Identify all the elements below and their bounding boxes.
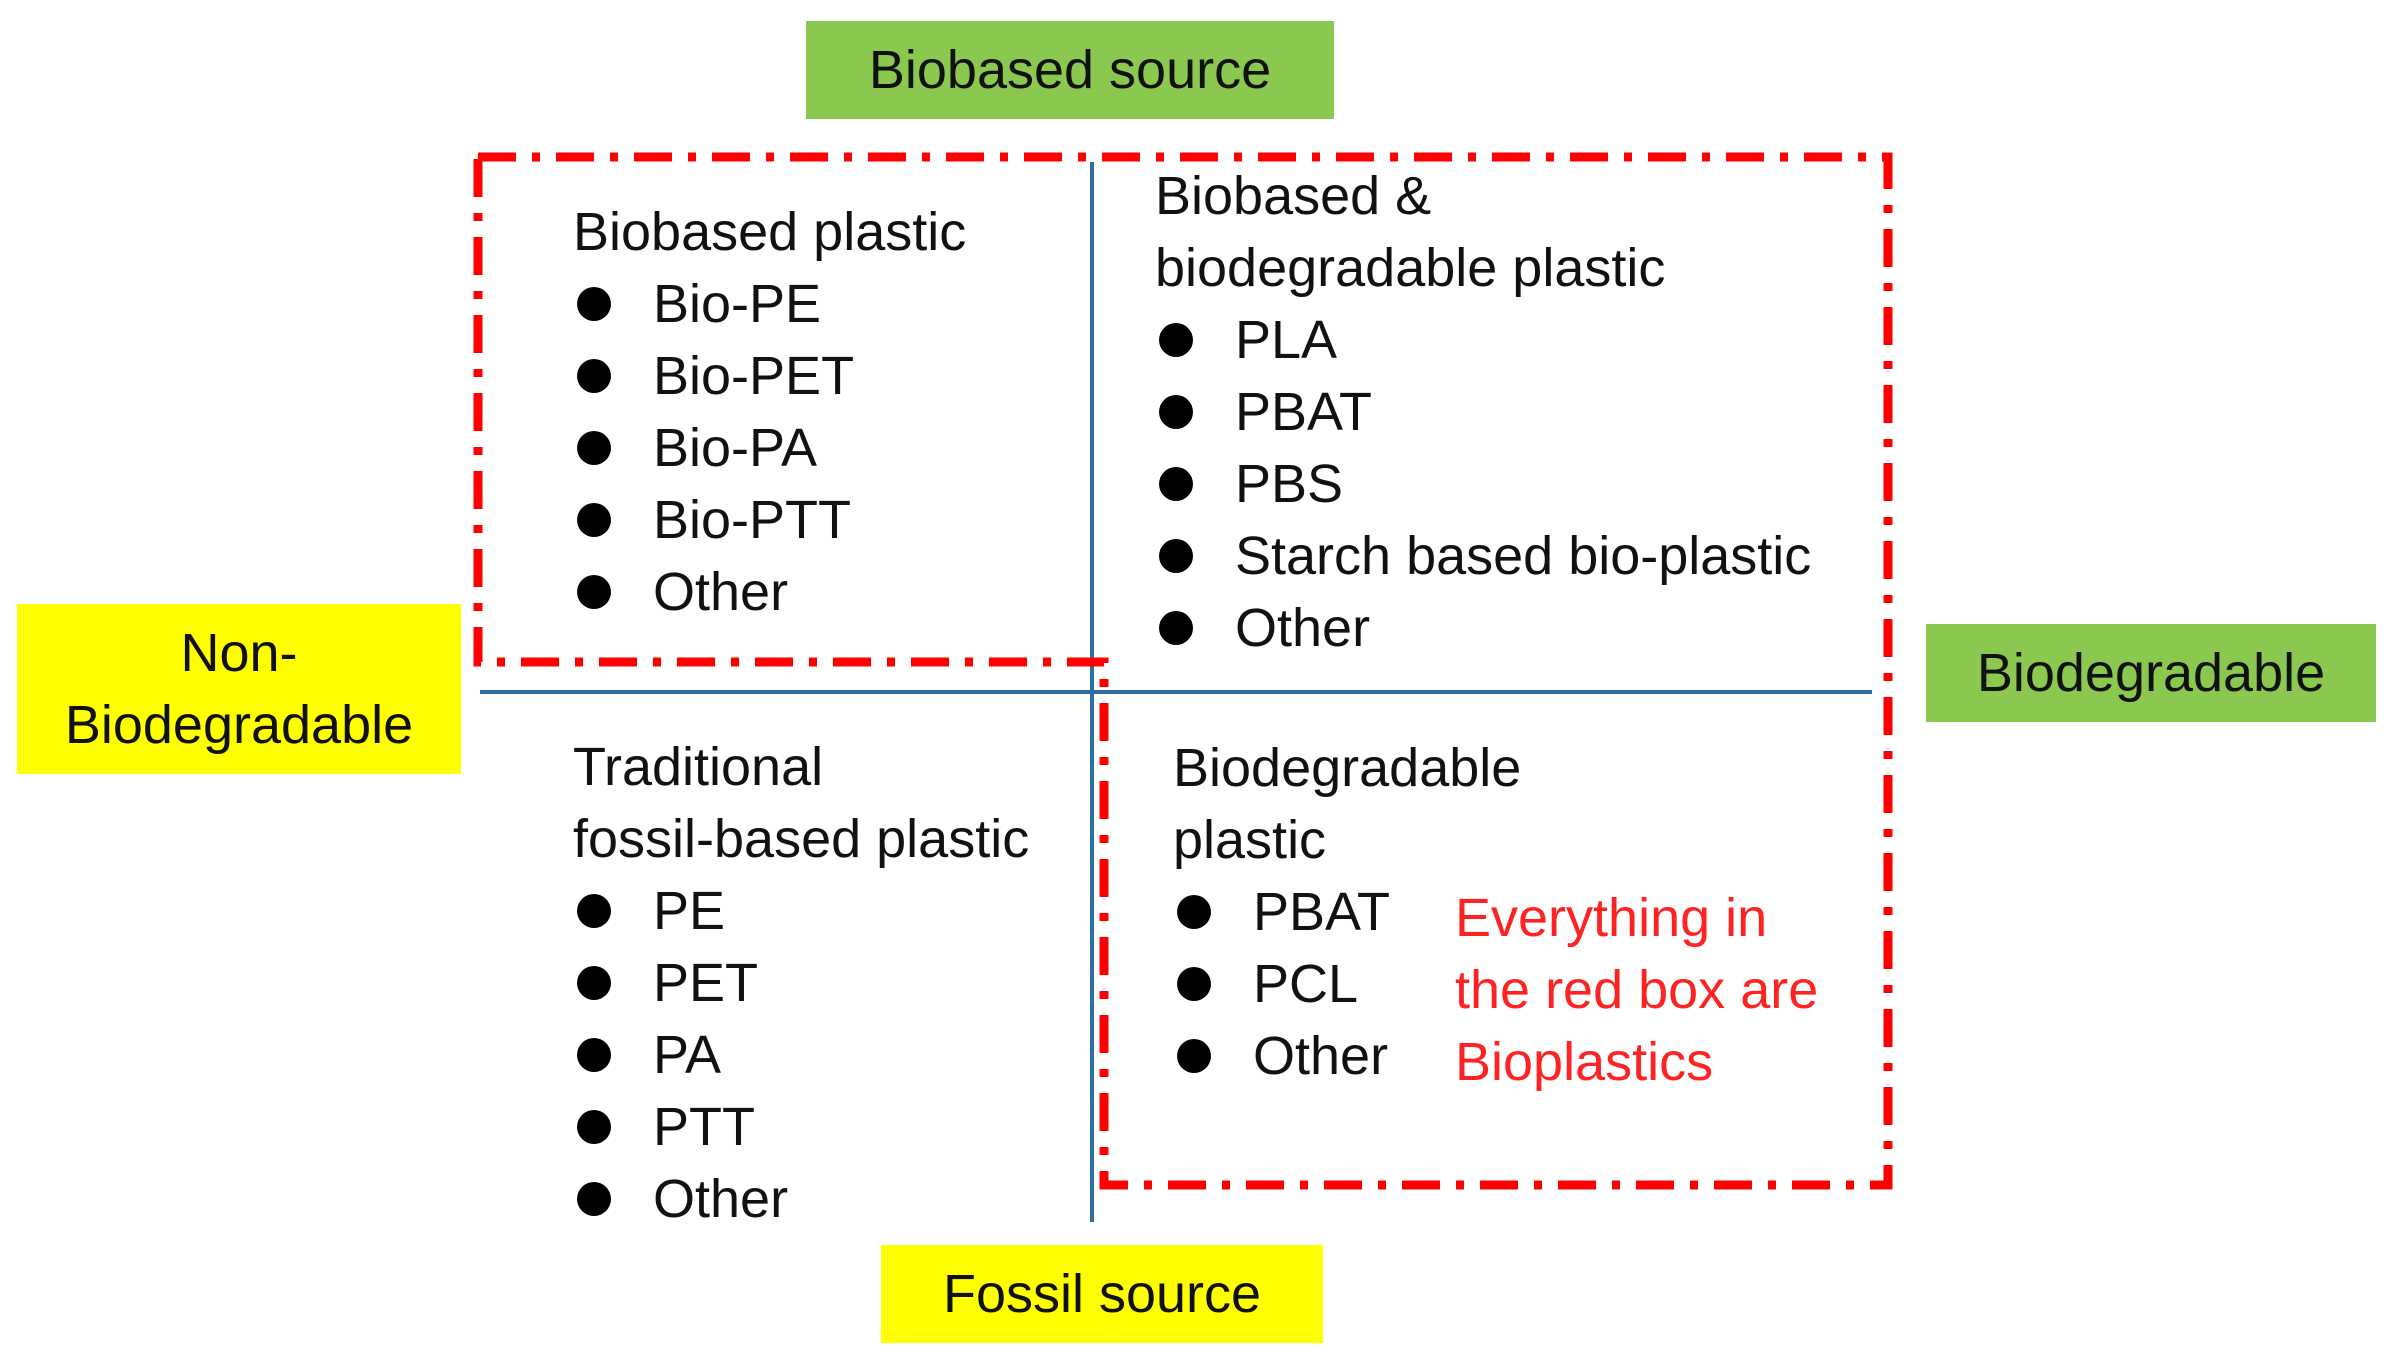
- bullet-icon: [577, 894, 611, 928]
- bioplastics-note: Everything in the red box are Bioplastic…: [1455, 888, 1819, 1092]
- bullet-icon: [577, 575, 611, 609]
- list-item: PCL: [1173, 948, 1521, 1020]
- axis-label-non-biodegradable: Non- Biodegradable: [17, 604, 461, 774]
- quadrant-title: Traditional fossil-based plastic: [573, 737, 1030, 869]
- plastic-list: Bio-PE Bio-PET Bio-PA Bio-PTT Other: [573, 268, 966, 628]
- axis-label-fossil-source: Fossil source: [881, 1245, 1323, 1343]
- bullet-icon: [1159, 611, 1193, 645]
- list-item: Bio-PA: [573, 412, 966, 484]
- list-item: Other: [573, 556, 966, 628]
- bioplastics-boundary: [473, 152, 1893, 1190]
- bullet-icon: [577, 359, 611, 393]
- quadrant-title: Biobased & biodegradable plastic: [1155, 166, 1666, 298]
- list-item: Bio-PET: [573, 340, 966, 412]
- plastic-list: PLA PBAT PBS Starch based bio-plastic Ot…: [1155, 304, 1811, 664]
- plastic-list: PE PET PA PTT Other: [573, 875, 1029, 1235]
- axis-label-biodegradable: Biodegradable: [1926, 624, 2376, 722]
- list-item: PTT: [573, 1091, 1029, 1163]
- list-item: Bio-PE: [573, 268, 966, 340]
- bullet-icon: [1159, 395, 1193, 429]
- axis-label-biobased-source: Biobased source: [806, 21, 1334, 119]
- bullet-icon: [577, 966, 611, 1000]
- bullet-icon: [577, 287, 611, 321]
- list-item: PET: [573, 947, 1029, 1019]
- list-item: PLA: [1155, 304, 1811, 376]
- quadrant-fossil-based-plastic: Traditional fossil-based plastic PE PET …: [573, 731, 1029, 1235]
- bullet-icon: [577, 1110, 611, 1144]
- bullet-icon: [1177, 967, 1211, 1001]
- list-item: PBS: [1155, 448, 1811, 520]
- bullet-icon: [577, 1038, 611, 1072]
- plastic-list: PBAT PCL Other: [1173, 876, 1521, 1092]
- bullet-icon: [1177, 1039, 1211, 1073]
- quadrant-title: Biobased plastic: [573, 202, 967, 262]
- bullet-icon: [577, 431, 611, 465]
- bullet-icon: [1159, 467, 1193, 501]
- list-item: Starch based bio-plastic: [1155, 520, 1811, 592]
- quadrant-title: Biodegradable plastic: [1173, 738, 1522, 870]
- bullet-icon: [1159, 323, 1193, 357]
- list-item: PBAT: [1173, 876, 1521, 948]
- list-item: Other: [1173, 1020, 1521, 1092]
- bullet-icon: [577, 1182, 611, 1216]
- list-item: PBAT: [1155, 376, 1811, 448]
- list-item: Bio-PTT: [573, 484, 966, 556]
- list-item: PE: [573, 875, 1029, 947]
- bullet-icon: [577, 503, 611, 537]
- list-item: Other: [1155, 592, 1811, 664]
- list-item: PA: [573, 1019, 1029, 1091]
- quadrant-biobased-biodegradable-plastic: Biobased & biodegradable plastic PLA PBA…: [1155, 160, 1811, 664]
- bullet-icon: [1159, 539, 1193, 573]
- quadrant-biobased-plastic: Biobased plastic Bio-PE Bio-PET Bio-PA B…: [573, 196, 966, 628]
- list-item: Other: [573, 1163, 1029, 1235]
- quadrant-biodegradable-plastic: Biodegradable plastic PBAT PCL Other: [1173, 732, 1521, 1092]
- bullet-icon: [1177, 895, 1211, 929]
